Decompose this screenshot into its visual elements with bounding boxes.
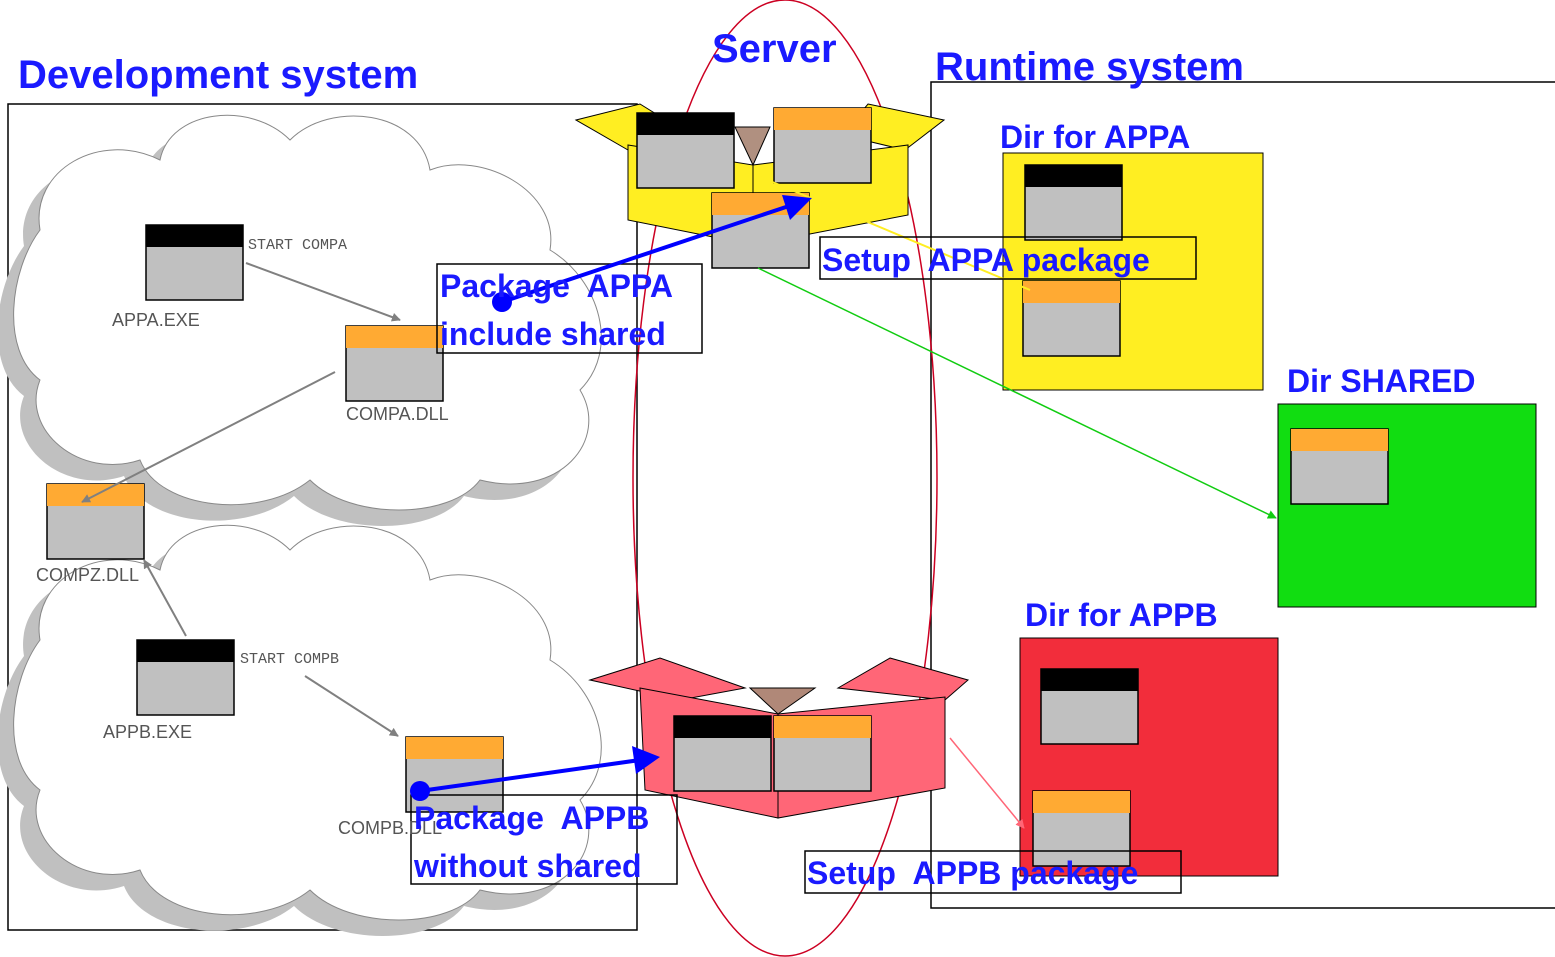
runtime-system-title: Runtime system xyxy=(935,45,1244,89)
appa-exe-window-application-window-icon xyxy=(145,224,244,301)
appa-exe-label: APPA.EXE xyxy=(112,310,200,330)
server-title: Server xyxy=(712,27,837,71)
setup-appa-arrow xyxy=(757,175,1031,291)
compb-dll-label: COMPB.DLL xyxy=(338,818,442,838)
compa-dll-label: COMPA.DLL xyxy=(346,404,449,424)
dependency-arrows xyxy=(81,262,401,737)
runtime-appb-exe-window-application-window-icon xyxy=(1040,668,1139,745)
package-appa-text-line2: include shared xyxy=(440,316,666,352)
server-ellipse xyxy=(632,0,938,957)
appb-to-compb-arrow xyxy=(304,675,399,737)
server-appa-dll-window-library-window-icon xyxy=(773,107,872,184)
appa-to-compa-arrow xyxy=(245,262,401,322)
cloud-appa xyxy=(0,114,602,526)
server-appa-exe-window-application-window-icon xyxy=(636,112,735,189)
compz-dll-label: COMPZ.DLL xyxy=(36,565,139,585)
development-system-frame xyxy=(7,103,638,931)
compa-dll-window-library-window-icon xyxy=(345,325,444,402)
runtime-appb-dll-window-library-window-icon xyxy=(1032,790,1131,867)
package-appb-label-box xyxy=(410,794,678,885)
appb-exe-window-application-window-icon xyxy=(136,639,235,716)
runtime-appa-dll-window-library-window-icon xyxy=(1022,280,1121,357)
package-appb-text-line2: without shared xyxy=(413,848,642,884)
dir-appa-label: Dir for APPA xyxy=(1000,119,1190,155)
setup-appa-label-box xyxy=(819,236,1197,280)
setup-appb-text: Setup APPB package xyxy=(807,855,1138,891)
runtime-system-frame xyxy=(930,81,1555,909)
setup-appb-label-box xyxy=(804,850,1182,894)
dir-appb-label: Dir for APPB xyxy=(1025,597,1218,633)
compa-to-compz-arrow xyxy=(81,371,336,503)
appb-to-compz-arrow xyxy=(143,559,187,637)
runtime-appa-exe-window-application-window-icon xyxy=(1024,164,1123,241)
package-appa-text-line1: Package APPA xyxy=(440,268,673,304)
package-appa-label-box xyxy=(436,263,703,354)
dir-shared-label: Dir SHARED xyxy=(1287,363,1475,399)
runtime-shared-dll-window-library-window-icon xyxy=(1290,428,1389,505)
setup-appa-text: Setup APPA package xyxy=(822,242,1150,278)
server-appb-exe-window-application-window-icon xyxy=(673,715,772,792)
start-compb-label: START COMPB xyxy=(240,651,339,668)
package-appb-arrow xyxy=(410,746,660,801)
development-system-title: Development system xyxy=(18,53,418,97)
start-compa-label: START COMPA xyxy=(248,237,347,254)
appb-exe-label: APPB.EXE xyxy=(103,722,192,742)
package-appb-text-line1: Package APPB xyxy=(414,800,649,836)
server-appb-dll-window-library-window-icon xyxy=(773,715,872,792)
compz-dll-window-library-window-icon xyxy=(46,483,145,560)
shared-setup-arrow xyxy=(757,267,1277,519)
package-appa-arrow xyxy=(492,195,812,312)
setup-appb-arrow xyxy=(949,737,1025,829)
